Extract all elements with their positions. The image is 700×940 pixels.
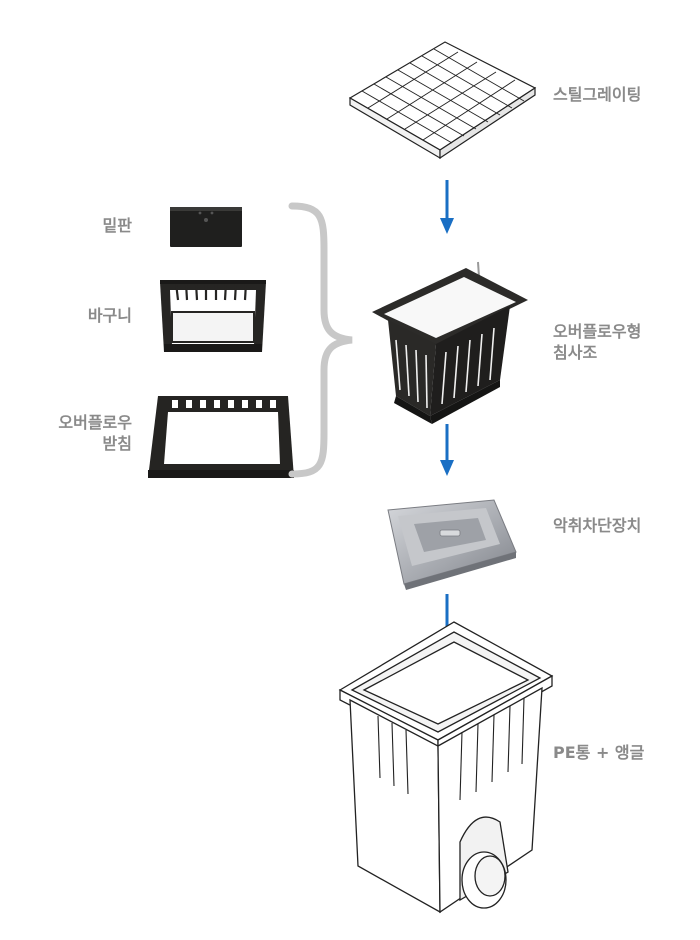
pe-body-image [338,621,554,914]
label-text-line1: 오버플로우 [58,413,132,432]
label-text: 바구니 [87,306,132,325]
label-text: 악취차단장치 [553,516,642,535]
odor-trap-image [387,499,517,590]
steel-grating-image [348,41,537,160]
label-pe-body: PE통 + 앵글 [553,742,644,763]
label-bottom-plate: 밑판 [60,215,132,236]
label-basket: 바구니 [40,305,132,326]
label-odor-trap: 악취차단장치 [553,515,641,536]
label-text: PE통 + 앵글 [553,743,645,762]
label-text: 밑판 [102,216,132,235]
grouping-brace [288,202,353,478]
overflow-tank-image [372,261,528,424]
label-overflow-tank: 오버플로우형 침사조 [553,321,641,363]
label-text-line2: 받침 [102,434,132,453]
basket-image [160,280,266,352]
overflow-stand-image [148,396,294,478]
label-steel-grating: 스틸그레이팅 [553,84,641,105]
label-text-line1: 오버플로우형 [553,322,642,341]
bottom-plate-image [170,207,242,247]
label-text-line2: 침사조 [553,343,598,362]
label-text: 스틸그레이팅 [553,85,642,104]
label-overflow-stand: 오버플로우 받침 [20,412,132,454]
